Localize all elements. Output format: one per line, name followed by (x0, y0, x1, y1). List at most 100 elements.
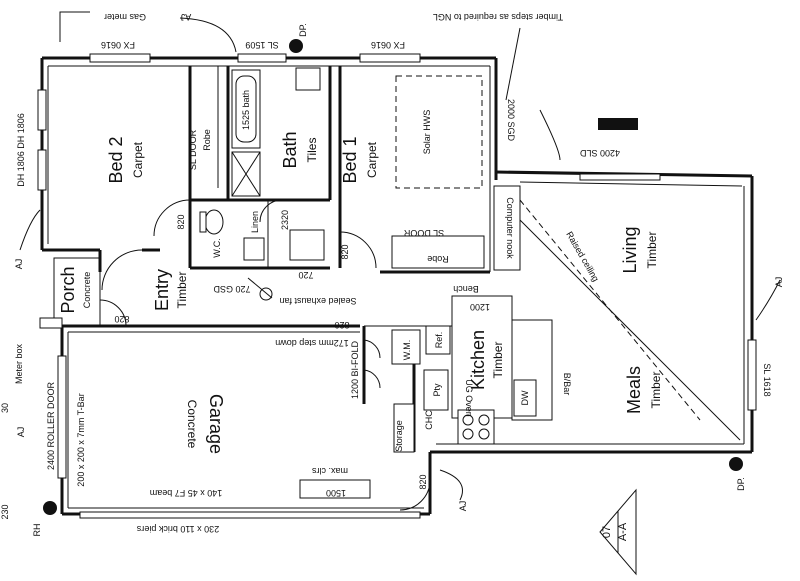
label-fx-top-left: FX 0616 (101, 40, 135, 50)
window-living-north (579, 173, 661, 181)
roller-door (57, 355, 67, 479)
living-north-inner (519, 181, 743, 187)
cooktop (457, 409, 495, 445)
section-sheet: 07 (601, 526, 613, 538)
rh-marker (43, 501, 57, 515)
porch-door-sill (39, 317, 63, 329)
leaders (19, 11, 781, 501)
label-raised-ceiling: Raised ceiling (564, 230, 601, 284)
washing-machine (391, 329, 421, 365)
label-meter-box: Meter box (14, 343, 24, 384)
windows (37, 53, 757, 411)
leader-aj-left (19, 209, 41, 251)
label-brick-piers: 230 x 110 brick piers (136, 524, 219, 534)
leader-exhaust-fan (247, 277, 273, 299)
label-aj-left: AJ (14, 259, 24, 270)
wc-basin (243, 237, 265, 261)
label-2320: 2320 (280, 210, 290, 230)
window-bed1-north (359, 53, 421, 63)
label-820-entry: 820 (176, 214, 186, 229)
door-swings (99, 199, 431, 511)
label-side-num-top: 30 (0, 403, 10, 413)
door-swing-garage (399, 479, 431, 511)
label-tbar: 200 x 200 x 7mm T-Bar (76, 393, 86, 486)
label-1500: 1500 (326, 488, 346, 498)
label-computer-nook: Computer nook (505, 197, 515, 259)
room-name-kitchen: Kitchen (468, 330, 488, 390)
room-name-bath: Bath (280, 131, 300, 168)
room-finish-kitchen: Timber (491, 342, 505, 379)
door-swing-bed2 (153, 199, 191, 237)
fixtures (57, 67, 553, 519)
label-sl-1618: SL 1618 (762, 363, 772, 396)
room-name-porch: Porch (58, 266, 78, 313)
label-820-mid: 820 (334, 320, 349, 330)
vanity (295, 67, 321, 91)
storage-box (393, 403, 415, 453)
label-dh-left: DH 1806 DH 1806 (16, 113, 26, 187)
robe-bed1 (391, 235, 485, 269)
pantry (423, 369, 449, 411)
label-dp-bottom: DP. (736, 477, 746, 491)
laundry-tub (289, 229, 325, 261)
annotations: Gas meter AJ FX 0616 SL 1509 DP. FX 0616… (0, 12, 784, 537)
label-robe-bed1: Robe (427, 254, 449, 264)
room-name-bed2: Bed 2 (106, 136, 126, 183)
door-swing-laundry2 (363, 369, 381, 389)
dp-marker-top (289, 39, 303, 53)
label-linen: Linen (250, 211, 260, 233)
room-finish-entry: Timber (175, 272, 189, 309)
label-wc: W.C. (212, 238, 222, 258)
dp-marker-bottom (729, 457, 743, 471)
room-name-bed1: Bed 1 (340, 136, 360, 183)
brick-pier-row (79, 511, 421, 519)
room-name-living: Living (620, 226, 640, 273)
raised-ceiling-line (519, 199, 701, 421)
label-720-gsd: 720 GSD (213, 284, 251, 294)
toilet (204, 209, 224, 235)
window-bed2-west (37, 89, 47, 131)
room-name-garage: Garage (206, 394, 226, 454)
room-finish-garage: Concrete (185, 400, 199, 449)
dishwasher (513, 379, 537, 417)
label-aj-top: AJ (181, 12, 192, 22)
label-sgd-2000: 2000 SGD (506, 99, 516, 142)
label-sl-door-bed2: SL DOOR (188, 129, 198, 170)
label-solar-hws: Solar HWS (422, 110, 432, 155)
kitchen-bench (451, 295, 513, 419)
room-labels: Bed 2 Carpet Bath Tiles Bed 1 Carpet Liv… (58, 131, 663, 454)
shower-cross (231, 151, 261, 197)
bathtub-inner (235, 75, 257, 143)
section-code: A-A (617, 522, 629, 541)
label-sld-4200: 4200 SLD (579, 148, 620, 158)
label-ug-oven: UG Oven (464, 379, 474, 417)
room-name-entry: Entry (152, 269, 172, 311)
window-living-east (747, 339, 757, 411)
bathtub (231, 69, 261, 149)
label-chc: CHC (424, 410, 434, 430)
section-marker: A-A 07 (599, 488, 637, 576)
label-aj-right: AJ (774, 277, 784, 288)
door-swing-laundry1 (363, 339, 381, 359)
label-pty: Pty (432, 383, 442, 397)
window-bed2-north (89, 53, 151, 63)
label-820-storage: 820 (418, 474, 428, 489)
computer-nook (493, 185, 521, 271)
burner-3 (462, 428, 474, 440)
label-beam: 140 x 45 F7 beam (150, 488, 223, 498)
room-finish-living: Timber (645, 232, 659, 269)
label-sl-top: SL 1509 (245, 40, 278, 50)
leader-timber-steps-2 (539, 109, 561, 161)
label-sl-door-bed1: SL DOOR (403, 228, 444, 238)
label-exhaust-fan: Sealed exhaust fan (279, 296, 356, 306)
label-timber-steps: Timber steps as required to NGL (433, 12, 563, 22)
label-aj-garage: AJ (16, 427, 26, 438)
room-finish-porch: Concrete (82, 272, 92, 309)
label-bench: Bench (453, 284, 479, 294)
solar-hws-zone (395, 75, 483, 189)
label-rh: RH (32, 524, 42, 537)
door-swing-entry (101, 249, 143, 291)
section-marker-bar (598, 118, 638, 130)
window-bed2-west2 (37, 149, 47, 191)
